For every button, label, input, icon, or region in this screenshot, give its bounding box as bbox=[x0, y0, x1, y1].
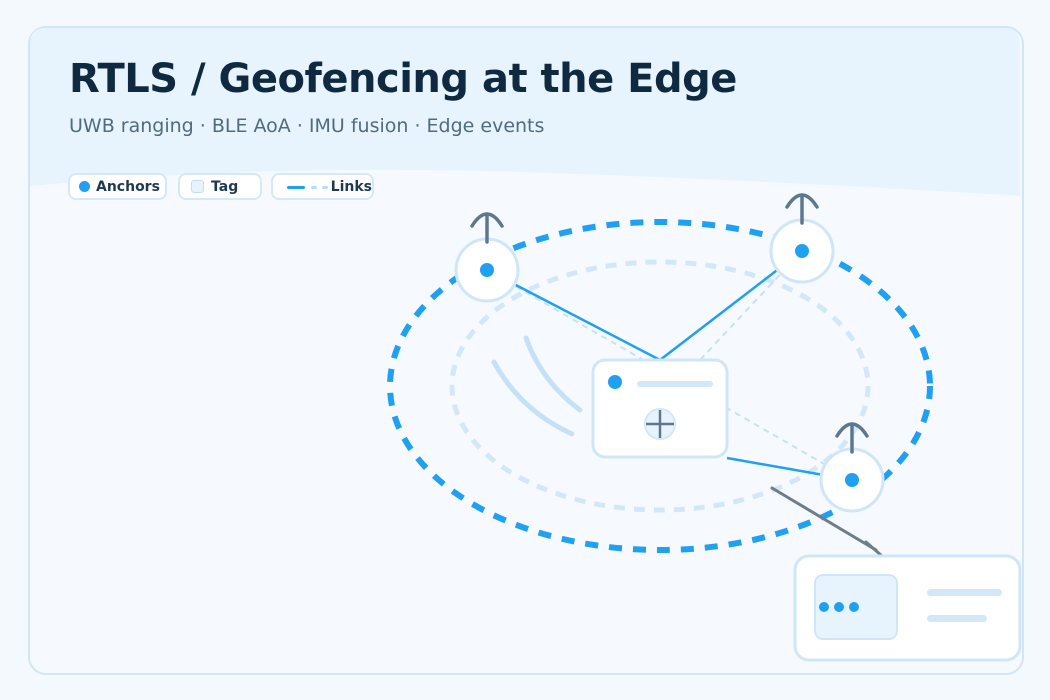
signal-wave-outer bbox=[523, 335, 583, 413]
legend-links: Links bbox=[271, 173, 374, 200]
legend-anchors-label: Anchors bbox=[96, 178, 160, 195]
link-line-icon bbox=[287, 185, 328, 189]
dots-icon bbox=[819, 602, 859, 612]
anchor-3 bbox=[819, 422, 885, 513]
event-text-line-1 bbox=[927, 589, 1002, 596]
legend-tag: Tag bbox=[178, 173, 262, 200]
geofence-inner bbox=[449, 259, 871, 513]
edge-event-card bbox=[793, 554, 1022, 662]
anchor-1 bbox=[454, 212, 520, 303]
legend-tag-label: Tag bbox=[211, 178, 239, 195]
legend-links-label: Links bbox=[330, 178, 372, 195]
header-wave bbox=[30, 28, 1020, 196]
crosshair-icon bbox=[644, 408, 676, 440]
link-anchor1-tag bbox=[486, 250, 803, 362]
geofence-outer bbox=[387, 219, 933, 553]
signal-wave-inner bbox=[491, 359, 575, 437]
event-text-line-2 bbox=[927, 615, 987, 622]
page-title: RTLS / Geofencing at the Edge bbox=[69, 56, 737, 102]
tag-card bbox=[591, 358, 729, 459]
antenna-icon bbox=[470, 212, 504, 244]
antenna-icon bbox=[785, 193, 819, 225]
anchor-dot-icon bbox=[79, 181, 90, 192]
anchor-2 bbox=[769, 193, 835, 284]
event-arrow bbox=[770, 486, 878, 552]
page-subtitle: UWB ranging · BLE AoA · IMU fusion · Edg… bbox=[69, 115, 545, 137]
antenna-icon bbox=[835, 422, 869, 454]
legend-anchors: Anchors bbox=[68, 173, 167, 200]
tag-text-line bbox=[637, 381, 713, 387]
tag-status-dot bbox=[608, 375, 622, 389]
tag-square-icon bbox=[191, 180, 204, 193]
